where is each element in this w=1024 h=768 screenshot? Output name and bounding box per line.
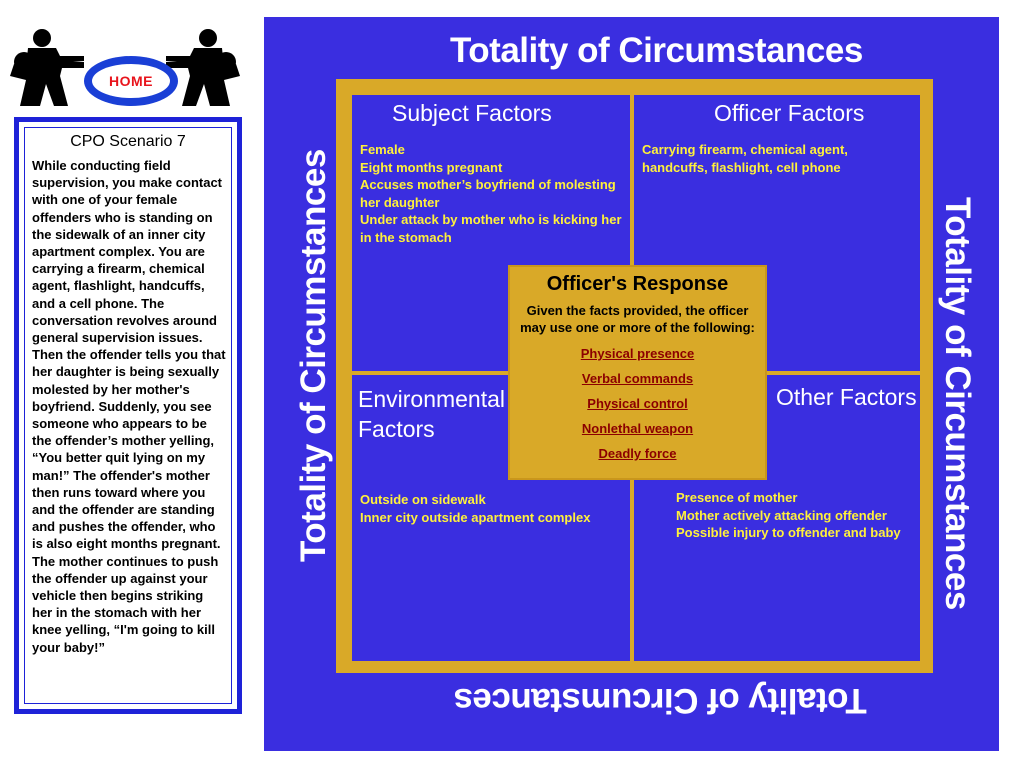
diagram-title-top: Totality of Circumstances — [450, 31, 863, 70]
home-label[interactable]: HOME — [109, 73, 153, 89]
subject-factor-item: Eight months pregnant — [360, 159, 503, 175]
environmental-factors-title: Environmental Factors — [358, 384, 505, 444]
officer-response-box: Officer's Response Given the facts provi… — [508, 265, 767, 480]
subject-factor-item: Female — [360, 142, 405, 157]
officer-silhouettes-icon — [10, 29, 240, 106]
scenario-inner-frame: CPO Scenario 7 While conducting field su… — [24, 127, 232, 704]
officer-factors-title: Officer Factors — [714, 100, 865, 126]
officer-factors-list: Carrying firearm, chemical agent, handcu… — [642, 141, 882, 176]
home-button[interactable]: HOME — [84, 56, 178, 106]
diagram-title-left: Totality of Circumstances — [294, 149, 333, 562]
other-factors-title: Other Factors — [776, 384, 917, 410]
subject-factor-item: Accuses mother’s boyfriend of molesting … — [360, 177, 616, 210]
officer-response-title: Officer's Response — [546, 273, 729, 295]
subject-factors-title: Subject Factors — [392, 100, 552, 126]
environmental-factor-item: Inner city outside apartment complex — [360, 509, 591, 525]
scenario-text: While conducting field supervision, you … — [32, 158, 226, 655]
diagram-title-right: Totality of Circumstances — [938, 197, 977, 610]
option-nonlethal-weapon-link[interactable]: Nonlethal weapon — [581, 421, 694, 436]
other-factor-item: Possible injury to offender and baby — [676, 525, 901, 540]
environmental-factor-item: Outside on sidewalk — [360, 492, 486, 507]
option-deadly-force-link[interactable]: Deadly force — [598, 446, 677, 461]
option-physical-control-link[interactable]: Physical control — [587, 396, 688, 411]
other-factor-item: Presence of mother — [676, 490, 798, 505]
environmental-title-line2: Factors — [358, 416, 435, 442]
totality-diagram: Totality of Circumstances Totality of Ci… — [264, 17, 999, 751]
option-verbal-commands-link[interactable]: Verbal commands — [581, 371, 694, 386]
diagram-title-bottom: Totality of Circumstances — [454, 681, 867, 720]
subject-factors-list: Female Eight months pregnant Accuses mot… — [360, 141, 625, 246]
option-physical-presence-link[interactable]: Physical presence — [580, 346, 695, 361]
environmental-title-line1: Environmental — [358, 386, 506, 412]
officer-response-description: Given the facts provided, the officer ma… — [520, 303, 755, 335]
scenario-panel: CPO Scenario 7 While conducting field su… — [14, 117, 242, 714]
header-logo — [6, 28, 244, 108]
subject-factor-item: Under attack by mother who is kicking he… — [360, 212, 622, 245]
other-factor-item: Mother actively attacking offender — [676, 507, 887, 523]
other-factors-list: Presence of mother Mother actively attac… — [676, 489, 901, 542]
environmental-factors-list: Outside on sidewalk Inner city outside a… — [360, 491, 625, 526]
home-button-inner[interactable]: HOME — [92, 64, 170, 98]
scenario-title: CPO Scenario 7 — [70, 133, 186, 150]
officer-factor-item: Carrying firearm, chemical agent, handcu… — [642, 142, 848, 175]
